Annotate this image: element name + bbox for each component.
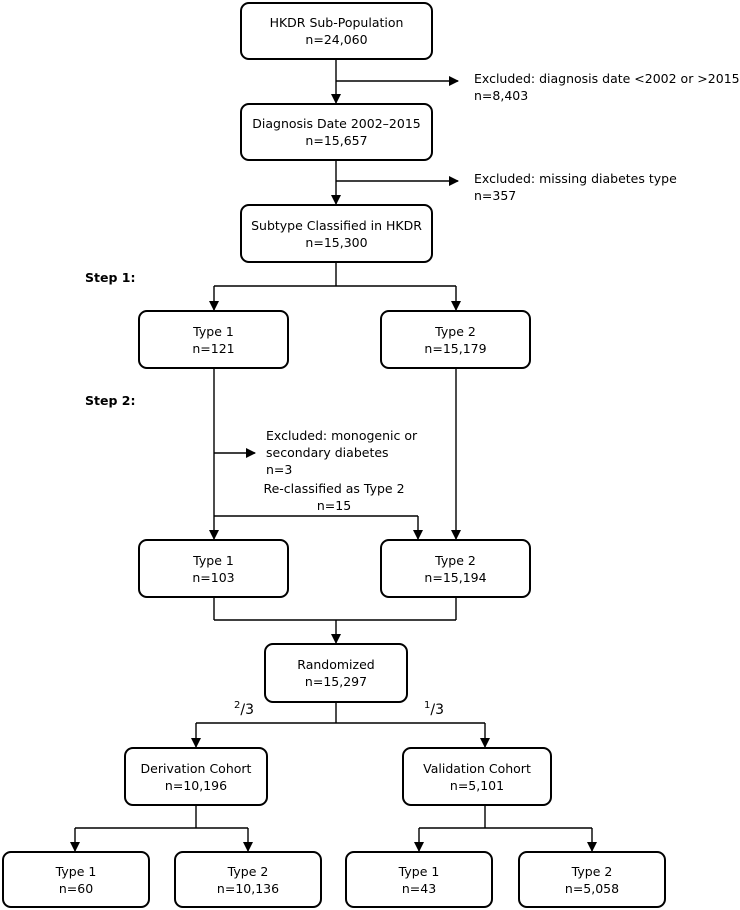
box-count: n=24,060: [305, 32, 368, 47]
box-title: Type 1: [193, 552, 234, 568]
exclusion-missing-type: Excluded: missing diabetes type n=357: [474, 170, 677, 204]
box-title: Randomized: [297, 657, 375, 672]
box-count: n=43: [401, 880, 437, 896]
box-title: Validation Cohort: [423, 760, 531, 776]
exclusion-count: n=357: [474, 188, 517, 203]
box-title: Derivation Cohort: [140, 760, 252, 776]
exclusion-monogenic: Excluded: monogenic or secondary diabete…: [266, 427, 417, 478]
box-title: Type 1: [193, 323, 234, 339]
box-derivation-type2: Type 2 n=10,136: [174, 851, 322, 908]
exclusion-label: Excluded: missing diabetes type: [474, 171, 677, 186]
fraction-numerator: 1: [424, 700, 431, 711]
box-count: n=15,297: [304, 674, 368, 689]
reclassified-note: Re-classified as Type 2 n=15: [250, 480, 418, 514]
box-count: n=15,657: [305, 133, 368, 148]
fraction-validation: 1/3: [424, 700, 445, 718]
box-step2-type2: Type 2 n=15,194: [380, 539, 531, 598]
box-step2-type1: Type 1 n=103: [138, 539, 289, 598]
box-validation-type1: Type 1 n=43: [345, 851, 493, 908]
box-count: n=121: [192, 340, 235, 356]
box-title: Type 1: [398, 863, 440, 879]
step2-label: Step 2:: [85, 393, 136, 408]
fraction-derivation: 2/3: [234, 700, 255, 718]
exclusion-label-cont: secondary diabetes: [266, 445, 389, 460]
box-count: n=5,101: [449, 777, 505, 793]
fraction-denominator: 3: [245, 702, 255, 718]
box-step1-type1: Type 1 n=121: [138, 310, 289, 369]
box-count: n=15,194: [424, 569, 487, 585]
box-title: HKDR Sub-Population: [269, 15, 404, 30]
box-title: Diagnosis Date 2002–2015: [252, 116, 421, 131]
exclusion-label: Excluded: monogenic or: [266, 428, 418, 443]
step1-label: Step 1:: [85, 270, 136, 285]
fraction-numerator: 2: [234, 700, 241, 711]
box-title: Type 2: [571, 863, 613, 879]
box-title: Type 1: [55, 863, 97, 879]
box-count: n=15,179: [424, 340, 487, 356]
exclusion-date: Excluded: diagnosis date <2002 or >2015 …: [474, 70, 740, 104]
box-count: n=15,300: [305, 234, 368, 250]
exclusion-count: n=8,403: [474, 88, 529, 103]
box-count: n=10,136: [216, 880, 280, 896]
exclusion-label: Excluded: diagnosis date <2002 or >2015: [474, 71, 740, 86]
box-subtype-classified: Subtype Classified in HKDR n=15,300: [240, 204, 433, 263]
box-count: n=103: [192, 569, 235, 585]
box-title: Subtype Classified in HKDR: [251, 217, 422, 233]
box-title: Type 2: [227, 863, 269, 879]
reclassified-label: Re-classified as Type 2: [263, 481, 405, 496]
box-step1-type2: Type 2 n=15,179: [380, 310, 531, 369]
reclassified-count: n=15: [316, 498, 352, 513]
box-derivation-type1: Type 1 n=60: [2, 851, 150, 908]
box-count: n=5,058: [564, 880, 620, 896]
box-diagnosis-date: Diagnosis Date 2002–2015 n=15,657: [240, 103, 433, 161]
box-validation-type2: Type 2 n=5,058: [518, 851, 666, 908]
box-title: Type 2: [435, 552, 476, 568]
fraction-denominator: 3: [435, 702, 445, 718]
box-title: Type 2: [435, 323, 476, 339]
box-validation-cohort: Validation Cohort n=5,101: [402, 747, 552, 806]
box-randomized: Randomized n=15,297: [264, 643, 408, 703]
box-derivation-cohort: Derivation Cohort n=10,196: [124, 747, 268, 806]
exclusion-count: n=3: [266, 462, 293, 477]
box-count: n=60: [58, 880, 94, 896]
connector-lines: [70, 60, 597, 852]
box-hkdr-subpopulation: HKDR Sub-Population n=24,060: [240, 2, 433, 60]
box-count: n=10,196: [164, 777, 228, 793]
